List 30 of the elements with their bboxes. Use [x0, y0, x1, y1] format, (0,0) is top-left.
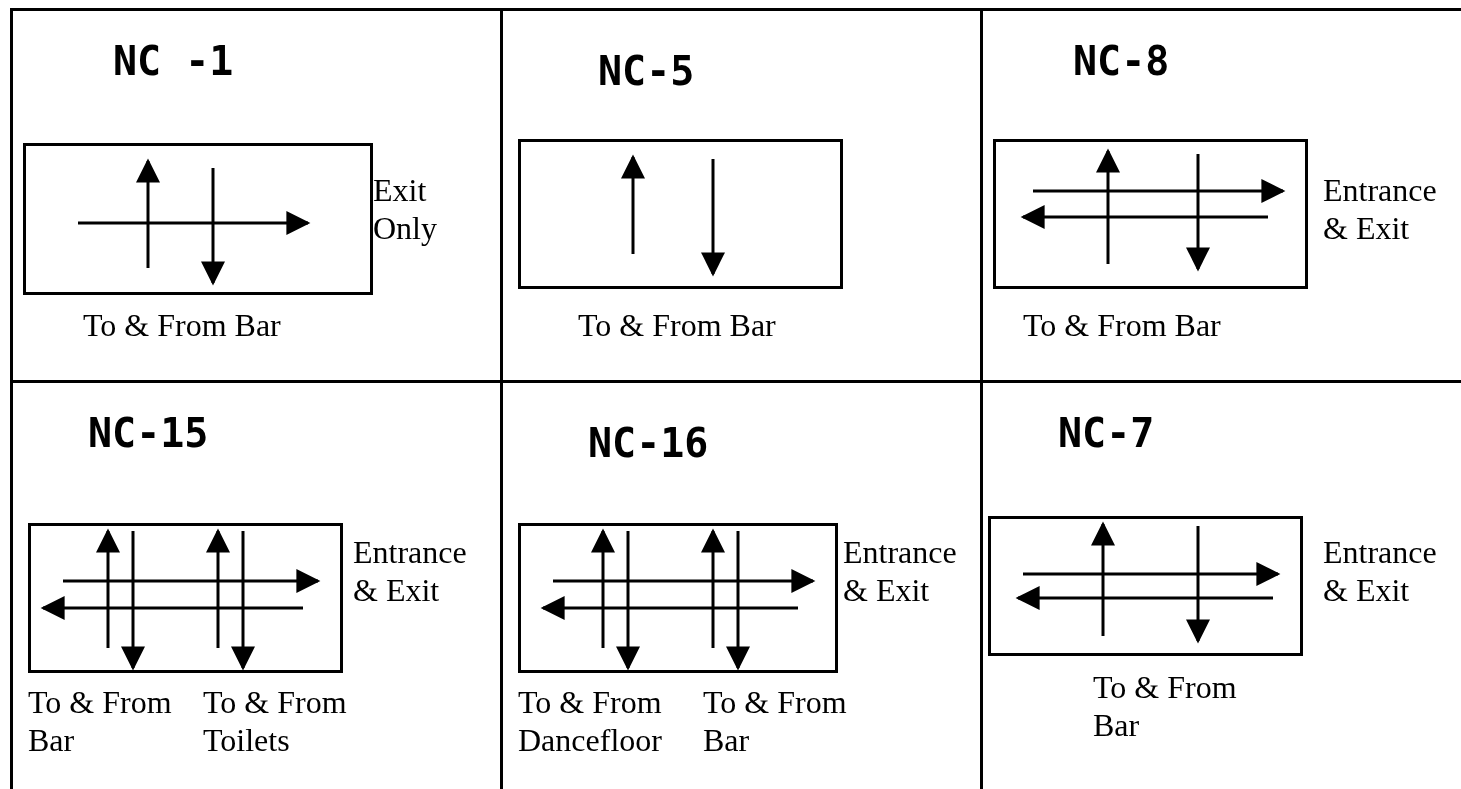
direction-label: To & From Bar	[1093, 668, 1238, 745]
direction-label: To & From Bar	[1023, 306, 1222, 345]
sign-box	[518, 523, 838, 673]
direction-label: Entrance & Exit	[843, 533, 958, 610]
panel-title: NC-15	[88, 413, 209, 453]
direction-label: To & From Dancefloor	[518, 683, 663, 760]
panel-title: NC-16	[588, 423, 709, 463]
panel-title: NC-8	[1073, 41, 1170, 81]
direction-label: Entrance & Exit	[1323, 533, 1438, 610]
sign-box	[988, 516, 1303, 656]
direction-label: To & From Bar	[83, 306, 282, 345]
direction-label: Exit Only	[373, 171, 438, 248]
sign-box	[518, 139, 843, 289]
direction-label: To & From Toilets	[203, 683, 348, 760]
panel-title: NC-7	[1058, 413, 1155, 453]
grid-cell	[500, 8, 980, 380]
sign-box	[993, 139, 1308, 289]
grid-cell	[10, 380, 500, 789]
direction-label: To & From Bar	[28, 683, 173, 760]
sign-box	[23, 143, 373, 295]
panel-title: NC -1	[113, 41, 234, 81]
grid-cell	[500, 380, 980, 789]
direction-label: Entrance & Exit	[353, 533, 468, 610]
direction-label: Entrance & Exit	[1323, 171, 1438, 248]
direction-label: To & From Bar	[703, 683, 848, 760]
panel-title: NC-5	[598, 51, 695, 91]
direction-label: To & From Bar	[578, 306, 777, 345]
grid-cell	[10, 8, 500, 380]
grid-cell	[980, 380, 1461, 789]
grid-cell	[980, 8, 1461, 380]
